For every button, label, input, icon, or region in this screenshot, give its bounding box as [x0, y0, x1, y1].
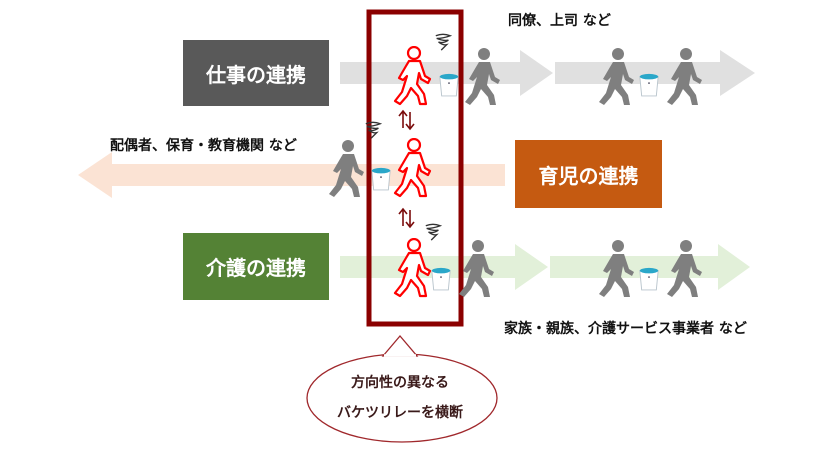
childcare-relay-arrow	[78, 152, 505, 198]
bucket-icon	[639, 267, 659, 291]
callout-bubble	[306, 334, 498, 443]
swap-arrows-icon	[398, 109, 415, 131]
nursing-collaboration-box: 介護の連携	[183, 233, 329, 300]
callout-text: 方向性の異なる バケツリレーを横断	[320, 368, 480, 428]
stress-swirl-icon	[435, 33, 451, 51]
childcare-collaboration-box: 育児の連携	[515, 140, 662, 208]
swap-arrows-icon	[398, 207, 415, 229]
callout-line-2: バケツリレーを横断	[337, 405, 463, 421]
work-collaboration-box: 仕事の連携	[183, 40, 329, 106]
highlight-person-icon	[393, 46, 432, 106]
bucket-icon	[371, 167, 391, 191]
bucket-icon	[431, 267, 451, 291]
work-partners-label: 同僚、上司 など	[508, 13, 611, 29]
crossing-frame	[366, 9, 464, 327]
childcare-partners-label: 配偶者、保育・教育機関 など	[110, 138, 297, 154]
highlight-person-icon	[393, 238, 432, 298]
bucket-icon	[639, 73, 659, 97]
highlight-person-icon	[393, 138, 432, 198]
work-relay-arrow	[340, 50, 755, 96]
stress-swirl-icon	[425, 223, 441, 241]
nursing-partners-label: 家族・親族、介護サービス事業者 など	[504, 321, 747, 337]
bucket-icon	[439, 73, 459, 97]
callout-line-1: 方向性の異なる	[351, 375, 449, 391]
nursing-relay-arrow	[340, 244, 750, 290]
